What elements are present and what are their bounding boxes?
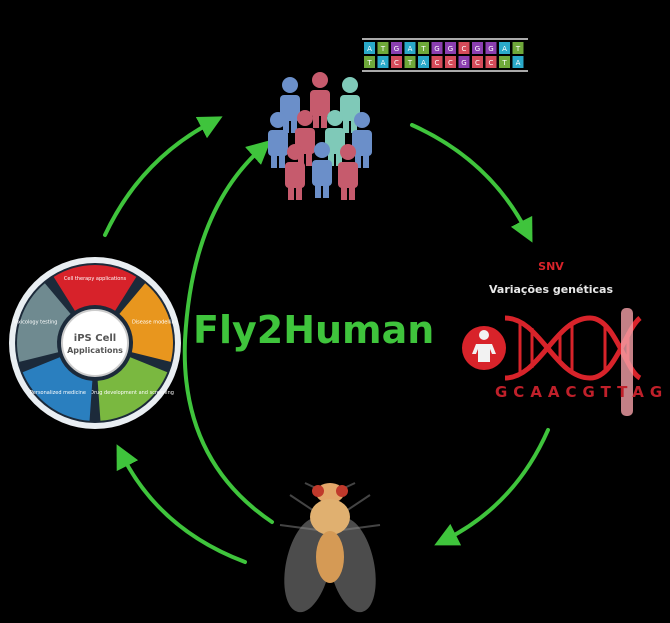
person-body (268, 130, 288, 156)
base-letter: A (408, 45, 413, 53)
base-pair-cell (458, 42, 470, 54)
base-pair-cell (431, 42, 443, 54)
person-head (342, 77, 358, 93)
wheel-segment (22, 357, 93, 421)
base-letter: A (381, 59, 386, 67)
wheel-segment (17, 283, 71, 362)
wheel-segment-label: Drug development and screening (90, 390, 174, 396)
variant-subtitle: Variações genéticas (489, 283, 613, 296)
arrow-fly-to-people-inner (182, 140, 274, 524)
base-pair-cell (364, 42, 375, 54)
base-pair-cell (364, 56, 375, 68)
wheel-segment-label: Toxicology testing (12, 320, 58, 326)
wheel-center-line1: iPS Cell (74, 333, 116, 344)
person-body (325, 128, 345, 154)
base-letter: T (501, 59, 507, 67)
base-pair-cell (512, 42, 524, 54)
base-pair-cell (431, 56, 443, 68)
title: Fly2Human (193, 308, 434, 352)
base-pair-cell (445, 42, 456, 54)
base-pair-cell (418, 42, 429, 54)
person-body (340, 95, 360, 121)
base-pair-cell (485, 42, 497, 54)
wheel-segment (119, 283, 173, 362)
base-letter: T (366, 59, 372, 67)
person-head (297, 110, 313, 126)
person-head (270, 112, 286, 128)
person-head (354, 112, 370, 128)
person-body (338, 162, 358, 188)
base-pair-cell (418, 56, 429, 68)
people-group-icon (268, 72, 372, 200)
person-body (285, 162, 305, 188)
base-pair-cell (499, 56, 510, 68)
snv-label: SNV (538, 260, 564, 273)
base-letter: G (475, 45, 480, 53)
base-letter: A (421, 59, 426, 67)
base-letter: A (516, 59, 521, 67)
wheel-segment (97, 357, 168, 421)
variant-sequence: GCAACGTTAG (495, 383, 668, 401)
arrow-wheel-to-people (103, 116, 223, 237)
base-letter: T (420, 45, 426, 53)
base-letter: C (448, 59, 453, 67)
base-letter: C (489, 59, 494, 67)
base-letter: T (380, 45, 386, 53)
base-pair-cell (404, 56, 416, 68)
person-body (310, 90, 330, 116)
person-head (282, 77, 298, 93)
base-pair-cell (377, 42, 389, 54)
base-letter: G (434, 45, 439, 53)
base-pair-cell (391, 42, 402, 54)
base-pair-cell (485, 56, 497, 68)
wheel-segment-label: Personalized medicine (30, 390, 86, 396)
base-letter: C (394, 59, 399, 67)
base-pair-cell (472, 56, 483, 68)
base-letter: A (502, 45, 507, 53)
person-head (287, 144, 303, 160)
base-letter: A (367, 45, 372, 53)
wheel-segment-label: Cell therapy applications (64, 276, 127, 282)
dna-helix-icon (462, 308, 642, 416)
base-pair-cell (445, 56, 456, 68)
base-letter: G (448, 45, 453, 53)
base-pair-cell (377, 56, 389, 68)
base-letter: G (461, 59, 466, 67)
cycle-arrows (103, 116, 550, 564)
person-body (352, 130, 372, 156)
person-head (327, 110, 343, 126)
base-letter: G (394, 45, 399, 53)
base-letter: C (435, 59, 440, 67)
arrow-fly-to-wheel (116, 444, 247, 564)
wheel-segment-label: Disease modelling (132, 320, 178, 326)
arrow-people-to-variant (410, 123, 533, 243)
base-pair-cell (472, 42, 483, 54)
base-pair-cell (512, 56, 524, 68)
mutation-highlight (621, 308, 633, 416)
fruit-fly-icon (279, 482, 381, 613)
wheel-segment (53, 265, 137, 311)
base-letter: G (488, 45, 493, 53)
person-head (340, 144, 356, 160)
base-pair-cell (404, 42, 416, 54)
base-pair-cell (499, 42, 510, 54)
person-body (280, 95, 300, 121)
person-body (312, 160, 332, 186)
base-letter: T (407, 59, 413, 67)
wheel-center-line2: Applications (67, 346, 123, 355)
base-pair-cell (391, 56, 402, 68)
base-pair-cell (458, 56, 470, 68)
arrow-variant-to-fly (434, 428, 550, 546)
person-head (312, 72, 328, 88)
base-letter: T (515, 45, 521, 53)
person-head (314, 142, 330, 158)
base-letter: C (475, 59, 480, 67)
base-letter: C (462, 45, 467, 53)
